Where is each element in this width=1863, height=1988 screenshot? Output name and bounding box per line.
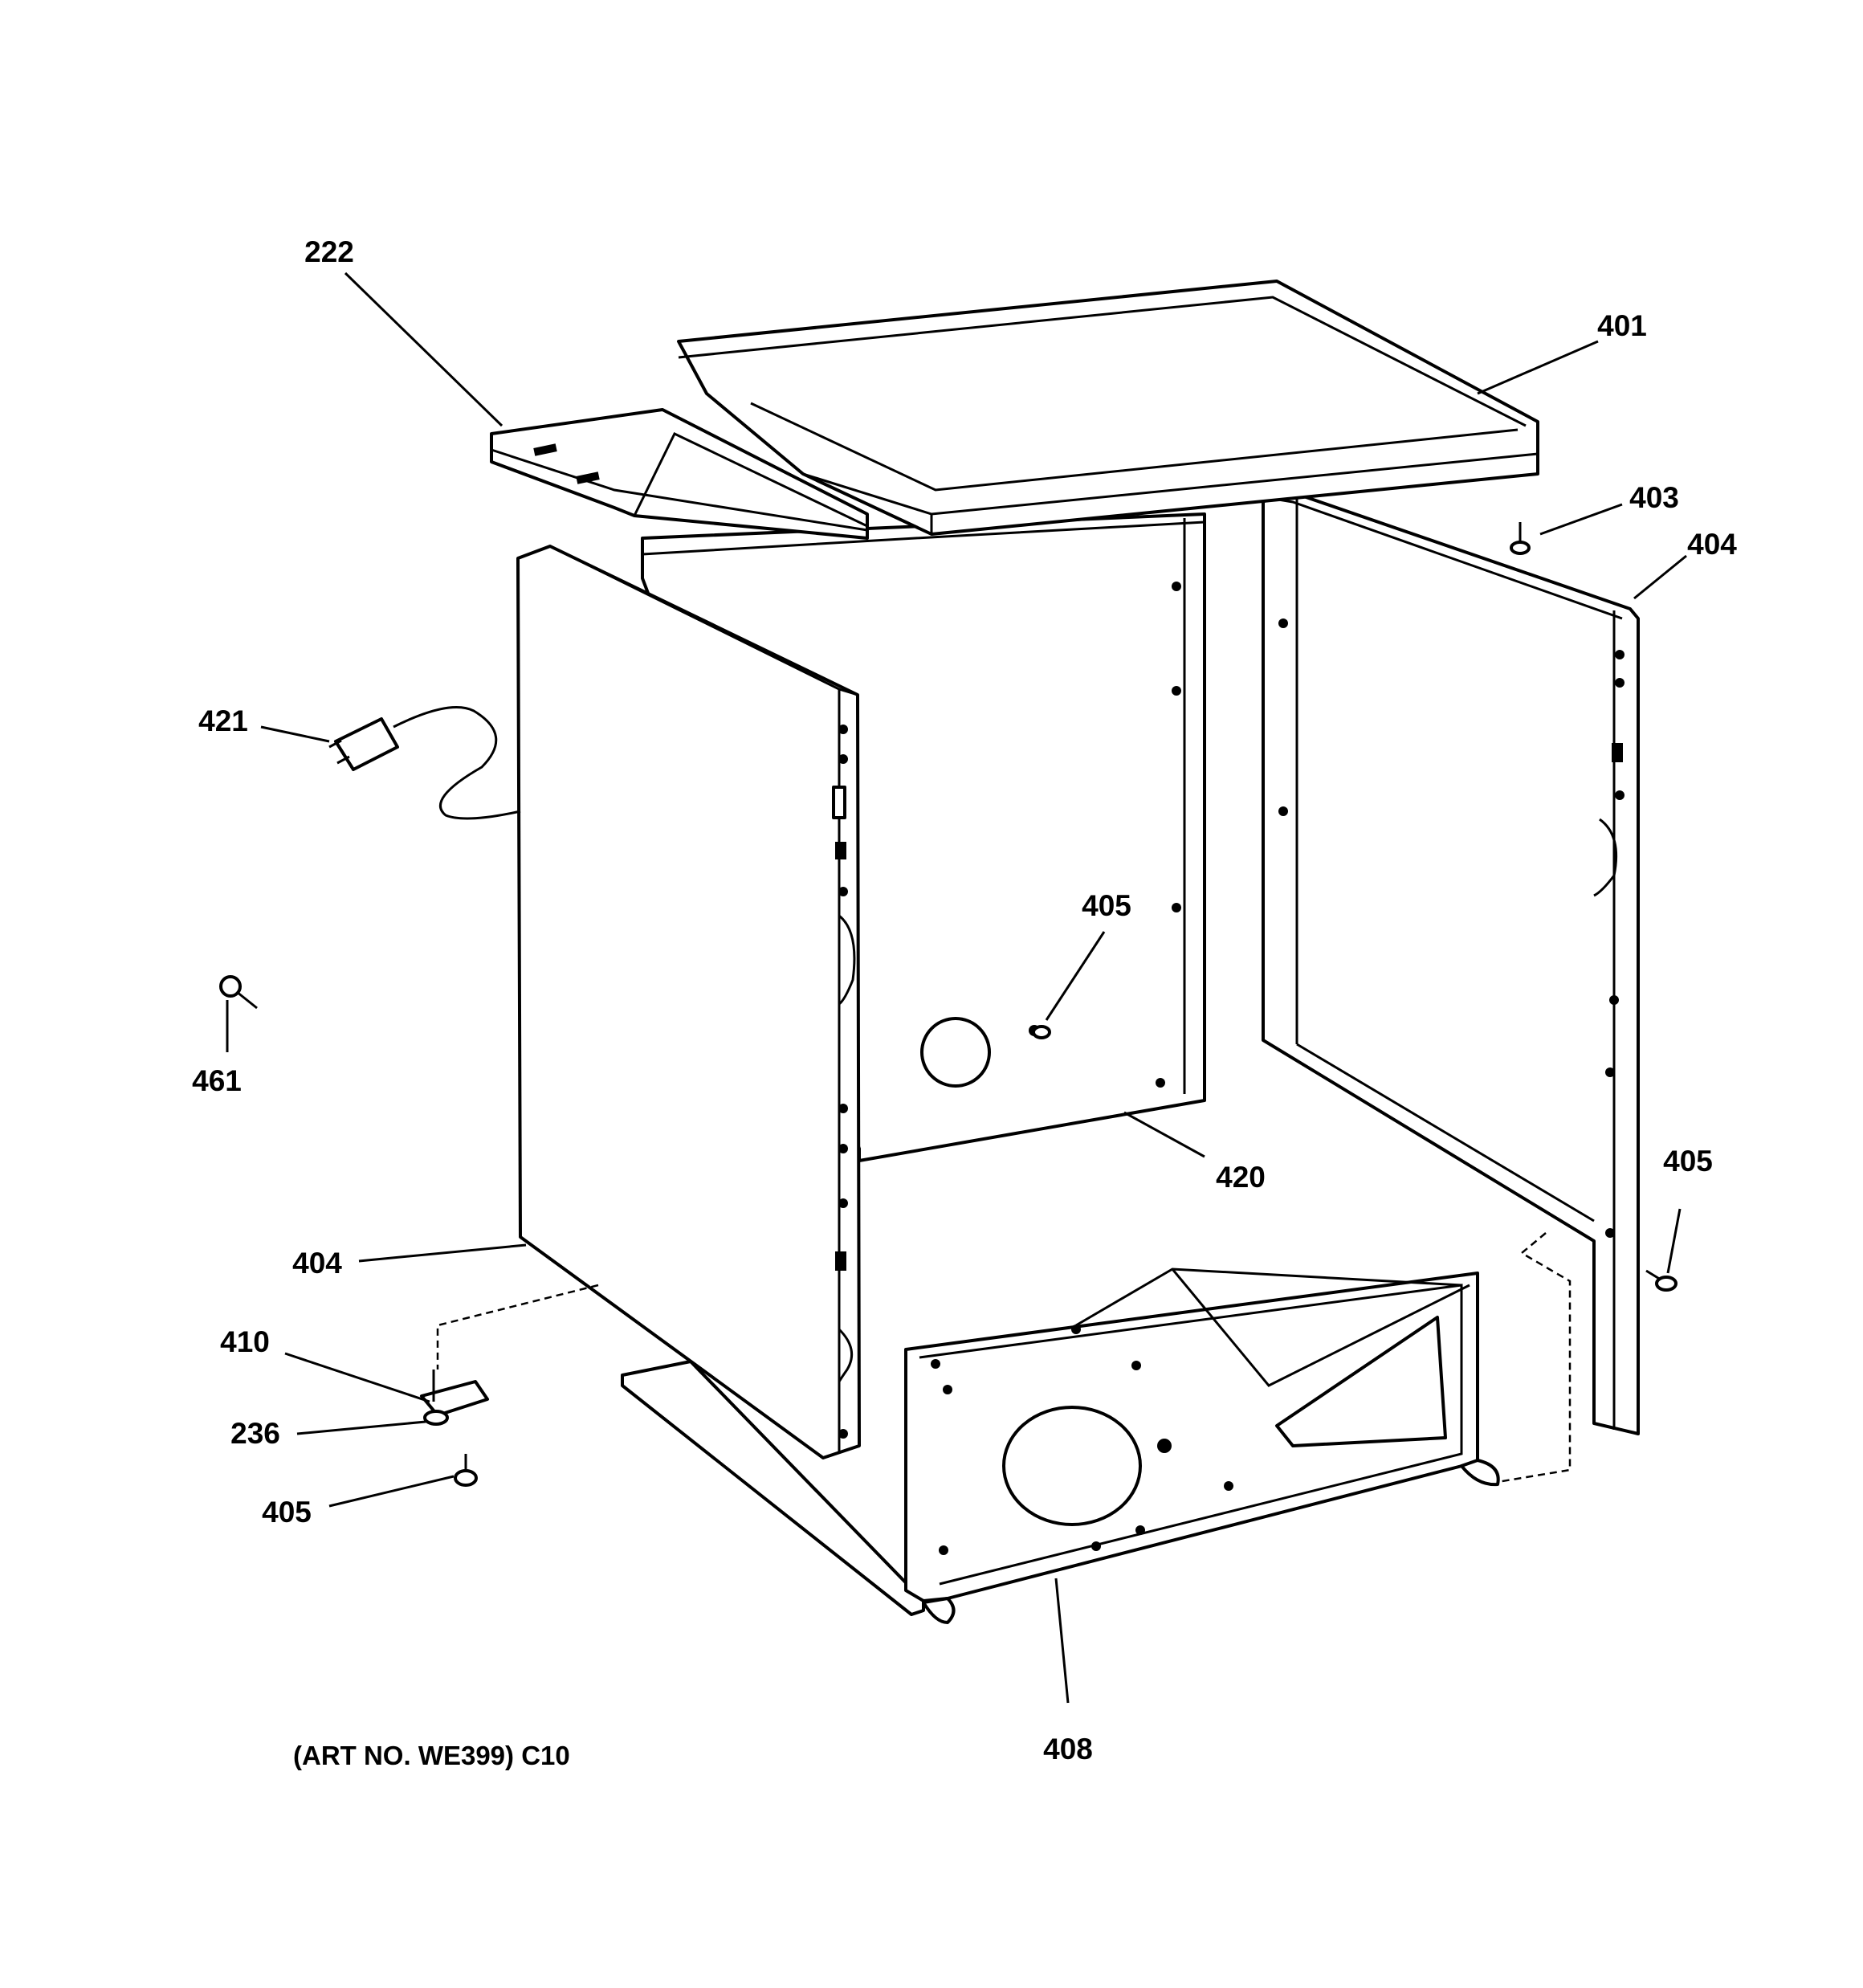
- leveling-leg-410: [420, 1370, 489, 1487]
- art-number-caption: (ART NO. WE399) C10: [293, 1741, 570, 1770]
- callout-222: 222: [304, 235, 354, 268]
- left-side-panel-404: [516, 545, 861, 1459]
- control-bracket-222: [490, 408, 869, 540]
- callout-404-left: 404: [292, 1247, 342, 1280]
- callout-410: 410: [220, 1325, 270, 1358]
- callout-420: 420: [1216, 1161, 1266, 1194]
- callout-405-right: 405: [1663, 1145, 1713, 1178]
- callout-labels: 222 401 403 404 421 405 461 420 405 404 …: [192, 235, 1737, 1766]
- callout-404-right: 404: [1687, 528, 1737, 561]
- top-cover-401: [677, 280, 1539, 536]
- leader-lines: [226, 271, 1687, 1704]
- power-cord-421: [328, 706, 521, 820]
- callout-236: 236: [230, 1417, 280, 1450]
- screw-405-center: [1032, 1025, 1051, 1039]
- assembly-line-left: [436, 1284, 599, 1370]
- base-frame-408: [621, 1268, 1500, 1624]
- callout-405-left: 405: [262, 1496, 312, 1529]
- callout-421: 421: [198, 704, 248, 737]
- callout-461: 461: [192, 1064, 242, 1097]
- screw-405-right: [1645, 1269, 1678, 1292]
- assembly-line-right: [1497, 1232, 1572, 1484]
- callout-408: 408: [1043, 1733, 1093, 1766]
- callout-405-center: 405: [1082, 889, 1131, 922]
- callout-401: 401: [1597, 309, 1647, 342]
- callout-403: 403: [1629, 481, 1679, 514]
- screw-403: [1510, 522, 1531, 555]
- screw-461: [219, 975, 258, 1010]
